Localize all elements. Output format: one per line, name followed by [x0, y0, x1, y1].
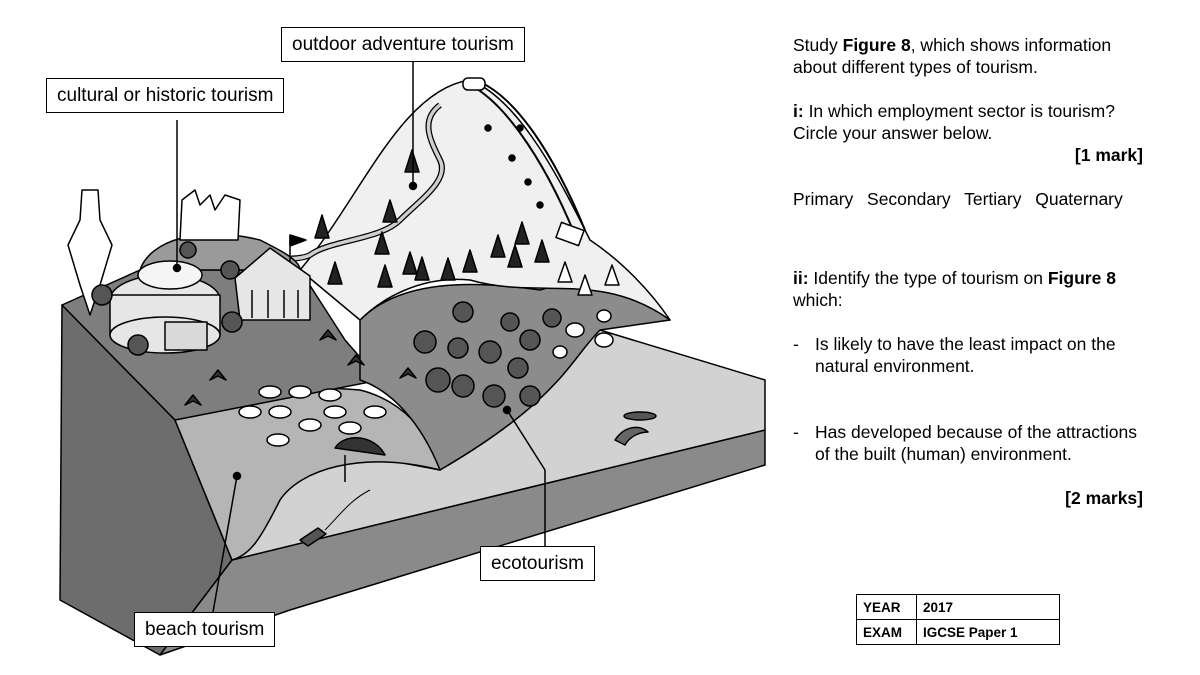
option-primary[interactable]: Primary: [793, 189, 854, 209]
question-panel: Study Figure 8, which shows information …: [793, 34, 1143, 509]
exam-value: IGCSE Paper 1: [916, 619, 1060, 645]
hut: [164, 321, 208, 351]
tourism-landscape-illustration: [59, 62, 766, 656]
option-secondary[interactable]: Secondary: [867, 189, 951, 209]
palm-trees: [184, 329, 417, 406]
label-beach-tourism: beach tourism: [134, 612, 276, 647]
table-row: EXAM IGCSE Paper 1: [856, 619, 1060, 645]
kayak: [623, 411, 657, 421]
label-ecotourism: ecotourism: [480, 546, 595, 581]
cable-car-station: [555, 221, 585, 247]
q2-marks: [2 marks]: [1065, 488, 1143, 508]
label-cultural-historic-tourism: cultural or historic tourism: [46, 78, 285, 113]
tents: [557, 261, 620, 296]
intro-text: Study Figure 8, which shows information …: [793, 35, 1112, 77]
museum-building: [234, 247, 311, 321]
year-value: 2017: [916, 594, 1060, 620]
q1-marks: [1 mark]: [1074, 145, 1143, 165]
castle-ruins: [179, 189, 241, 241]
dolphin: [614, 426, 649, 446]
question-2: ii: Identify the type of tourism on Figu…: [793, 268, 1116, 310]
option-tertiary[interactable]: Tertiary: [964, 189, 1022, 209]
bullet-built-environment: -Has developed because of the attraction…: [793, 422, 1138, 464]
forest-trees: [91, 241, 562, 408]
question-1: i: In which employment sector is tourism…: [793, 101, 1115, 143]
leader-lines: [172, 62, 546, 613]
table-row: YEAR 2017: [856, 594, 1060, 620]
option-quaternary[interactable]: Quaternary: [1035, 189, 1123, 209]
exam-meta-table: YEAR 2017 EXAM IGCSE Paper 1: [856, 594, 1060, 645]
parasail: [334, 437, 386, 456]
bullet-least-impact: -Is likely to have the least impact on t…: [793, 334, 1116, 376]
answer-options: Primary Secondary Tertiary Quaternary: [793, 188, 1143, 210]
label-outdoor-adventure-tourism: outdoor adventure tourism: [281, 27, 525, 62]
cable-car-line: [469, 84, 576, 236]
beach-umbrellas: [238, 385, 387, 447]
speed-boat: [299, 527, 327, 547]
conifer-trees: [314, 149, 550, 288]
year-label: YEAR: [856, 594, 917, 620]
exam-label: EXAM: [856, 619, 917, 645]
mountain: [299, 79, 671, 321]
